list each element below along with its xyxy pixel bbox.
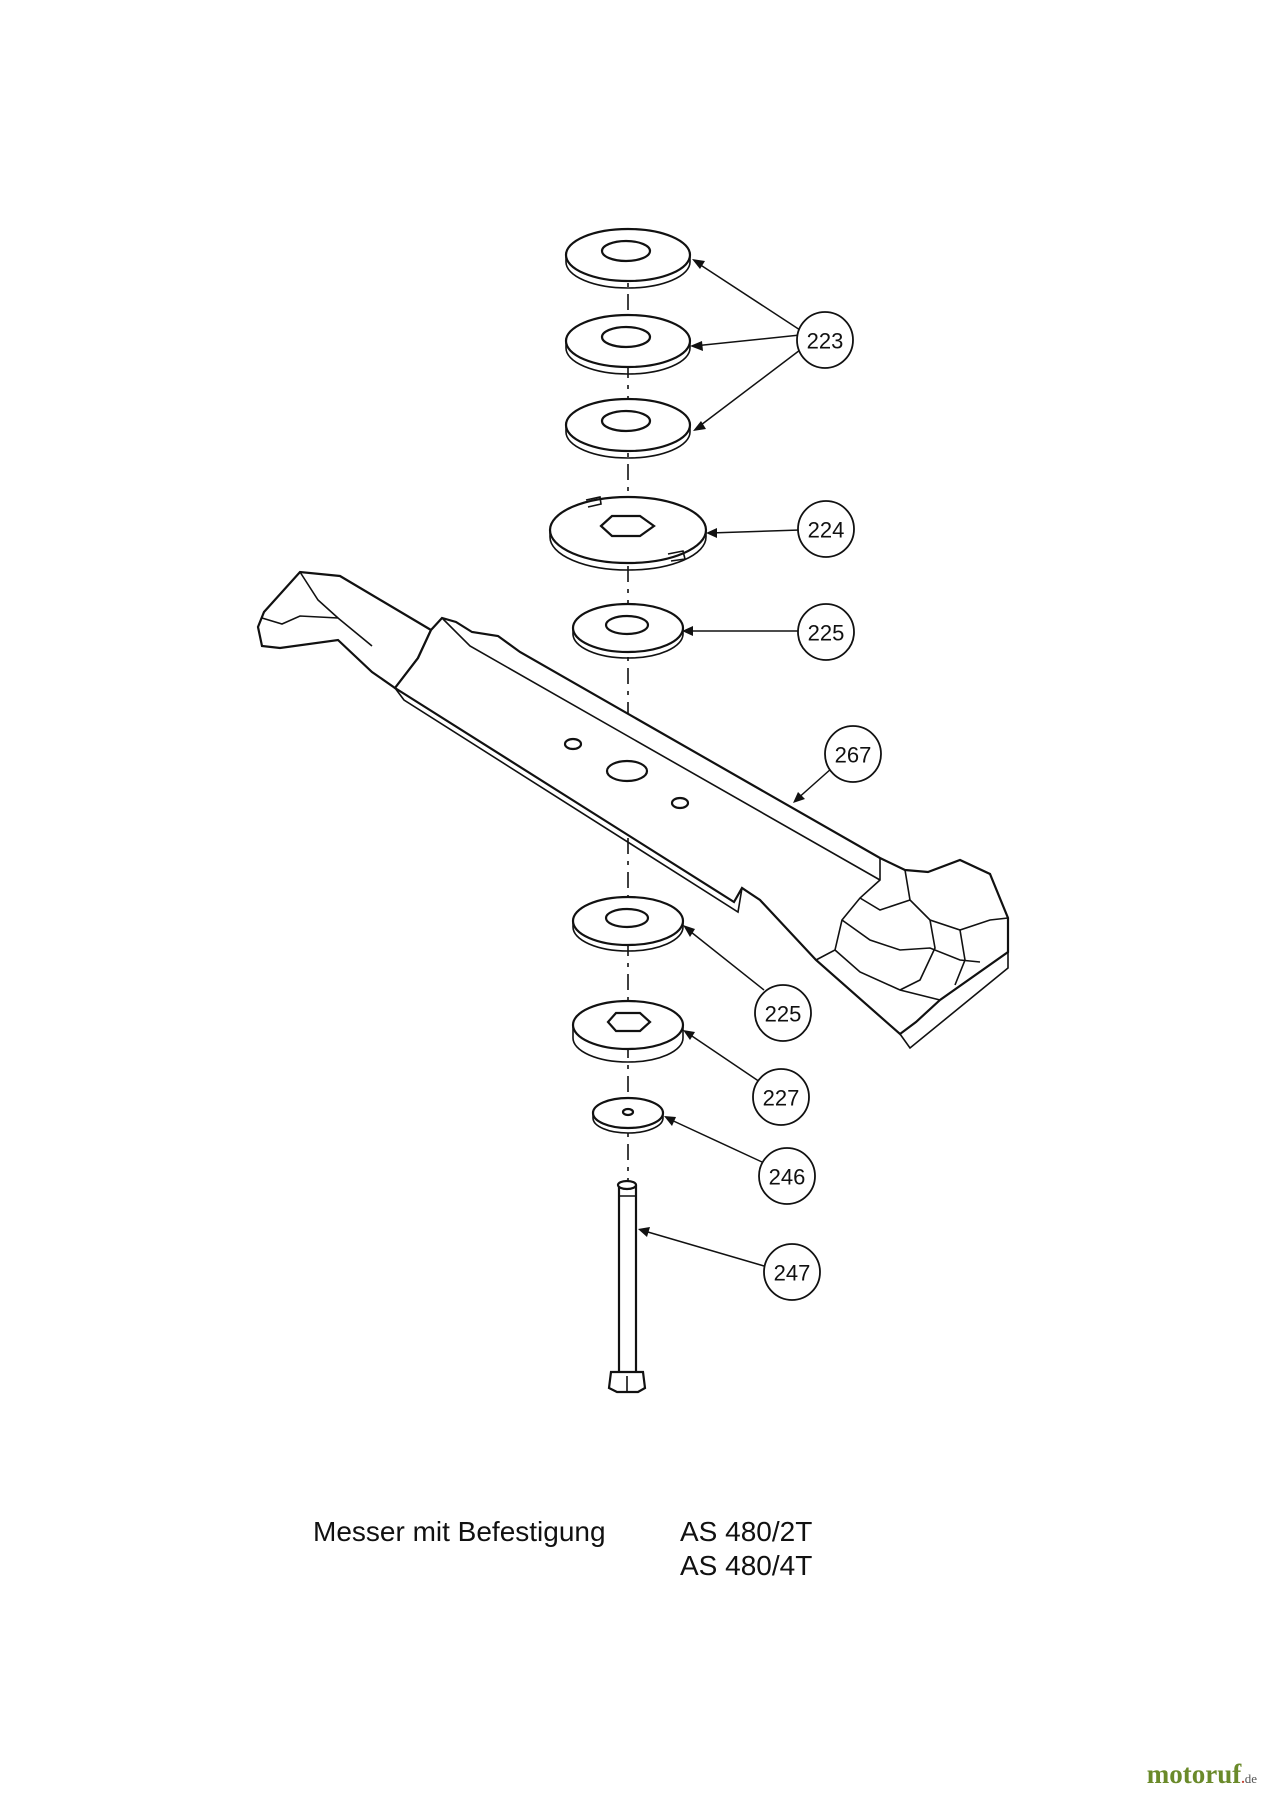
caption-model-2: AS 480/4T [680,1550,813,1581]
callout-224: 224 [797,500,855,558]
mower-blade-267 [256,570,1010,1050]
caption-model-1: AS 480/2T [680,1516,813,1547]
washer-223-bottom [564,397,692,459]
callout-225-lower-label: 225 [765,1002,802,1027]
washer-225-lower [571,895,685,952]
callout-225-upper-label: 225 [808,621,845,646]
callout-223-label: 223 [807,329,844,354]
watermark-dot: . [1241,1772,1245,1787]
callout-223: 223 [796,311,854,369]
washer-225-upper [571,602,685,659]
leader-lines [638,259,833,1267]
callout-225-upper: 225 [797,603,855,661]
callout-246-label: 246 [769,1165,806,1190]
washer-223-middle [564,313,692,375]
callout-267: 267 [824,725,882,783]
small-washer-246 [591,1096,665,1134]
callout-225-lower: 225 [754,984,812,1042]
callout-227-label: 227 [763,1086,800,1111]
callout-227: 227 [752,1068,810,1126]
callout-267-label: 267 [835,743,872,768]
hub-washer-227 [571,999,685,1063]
callout-247: 247 [763,1243,821,1301]
watermark-main-text: motoruf [1146,1759,1242,1789]
washer-223-top [564,227,692,289]
watermark-tld-text: de [1244,1771,1257,1786]
callout-246: 246 [758,1147,816,1205]
callout-224-label: 224 [808,518,845,543]
caption-description: Messer mit Befestigung [313,1516,606,1547]
bolt-247 [607,1179,647,1394]
callout-247-label: 247 [774,1261,811,1286]
slotted-disc-224 [548,495,708,571]
watermark-logo: motoruf.de [1147,1759,1257,1790]
